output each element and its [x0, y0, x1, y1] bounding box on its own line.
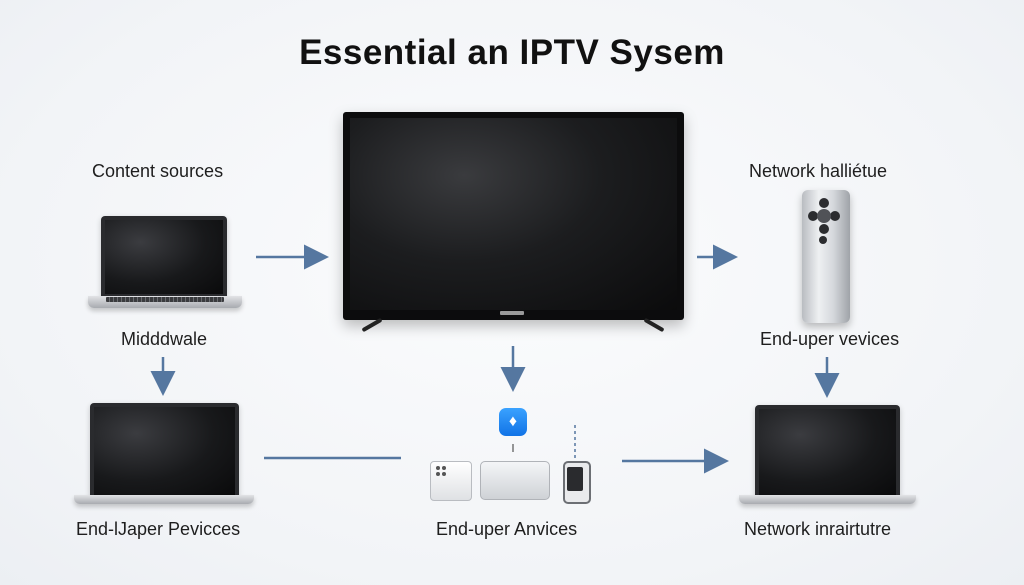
middleware-label: Midddwale: [121, 329, 208, 349]
content-sources-label: Content sources: [92, 161, 224, 181]
network-infrastructure-label: Network inrairtutre: [744, 519, 892, 539]
end-user-devices-right-label: End-uper vevices: [760, 329, 900, 349]
set-top-box-icon: [480, 461, 550, 500]
smartphone-square-icon: [430, 461, 472, 501]
network-hardware-label: Network halliétue: [749, 161, 888, 181]
end-user-devices-left-label: End-lJaper Pevicces: [76, 519, 241, 539]
diagram-title: Essential an IPTV Sysem: [299, 33, 725, 72]
end-user-anvices-label: End-uper Anvices: [436, 519, 578, 539]
app-icon: ♦: [499, 408, 527, 436]
